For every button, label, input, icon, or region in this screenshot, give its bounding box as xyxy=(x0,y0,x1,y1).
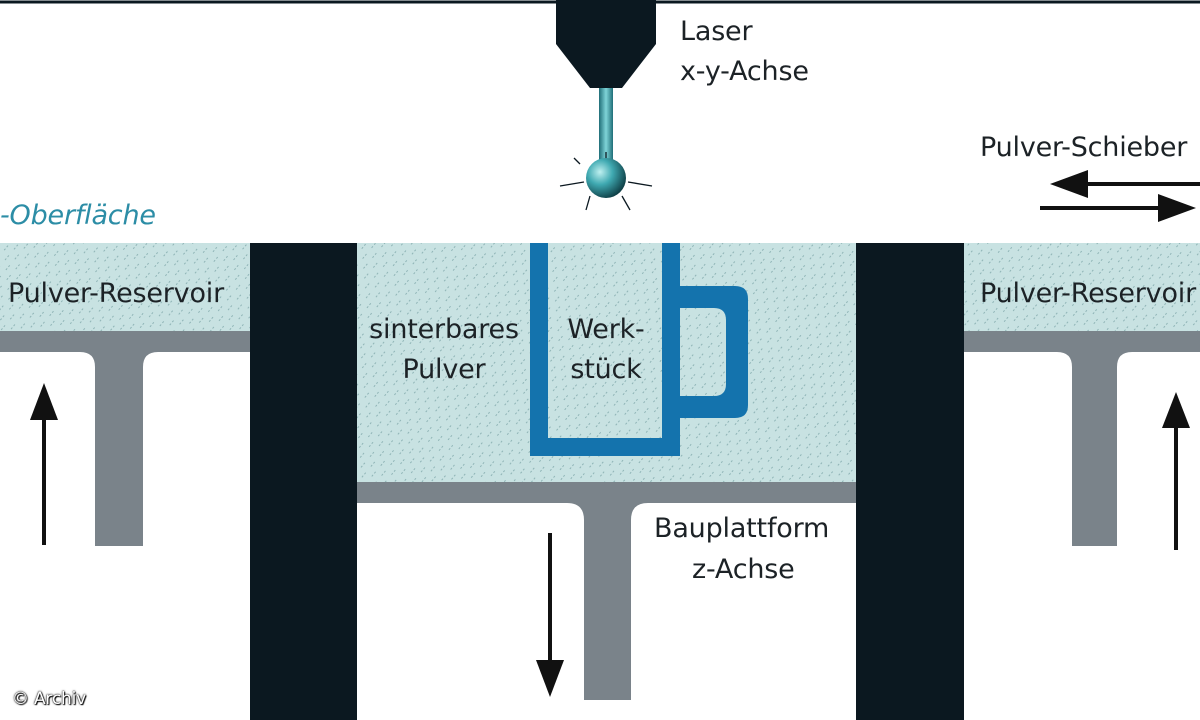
laser-head xyxy=(556,0,656,88)
platform-label: Bauplattform xyxy=(654,513,830,544)
reservoir-left-label: Pulver-Reservoir xyxy=(8,278,224,309)
workpiece-label-line1: Werk- xyxy=(567,314,645,345)
build-platform xyxy=(357,482,856,700)
credit-label: © Archiv xyxy=(12,689,86,709)
workpiece-handle xyxy=(680,286,748,418)
laser-focus-ball xyxy=(586,158,626,198)
laser-label: Laser xyxy=(680,16,753,47)
wall-right xyxy=(856,243,964,720)
laser-axis-label: x-y-Achse xyxy=(680,56,809,87)
piston-left xyxy=(0,331,250,546)
powder-reservoir-right xyxy=(964,243,1200,331)
surface-label: -Oberfläche xyxy=(0,200,156,231)
workpiece-mug xyxy=(530,243,748,456)
powder-label-line1: sinterbares xyxy=(369,314,519,345)
powder-slider-label: Pulver-Schieber xyxy=(980,132,1188,163)
piston-right xyxy=(964,331,1200,546)
arrow-up-icon xyxy=(30,383,58,545)
arrow-left-icon xyxy=(1050,170,1200,198)
workpiece-body xyxy=(530,243,680,456)
arrow-down-icon xyxy=(536,533,564,697)
platform-axis-label: z-Achse xyxy=(692,554,795,585)
laser-beam xyxy=(599,88,613,164)
reservoir-right-label: Pulver-Reservoir xyxy=(980,278,1196,309)
arrow-up-icon xyxy=(1162,392,1190,550)
wall-left xyxy=(250,243,357,720)
powder-reservoir-left xyxy=(0,243,250,331)
arrow-right-icon xyxy=(1040,194,1196,222)
workpiece-label-line2: stück xyxy=(570,354,642,385)
powder-label-line2: Pulver xyxy=(402,354,486,385)
